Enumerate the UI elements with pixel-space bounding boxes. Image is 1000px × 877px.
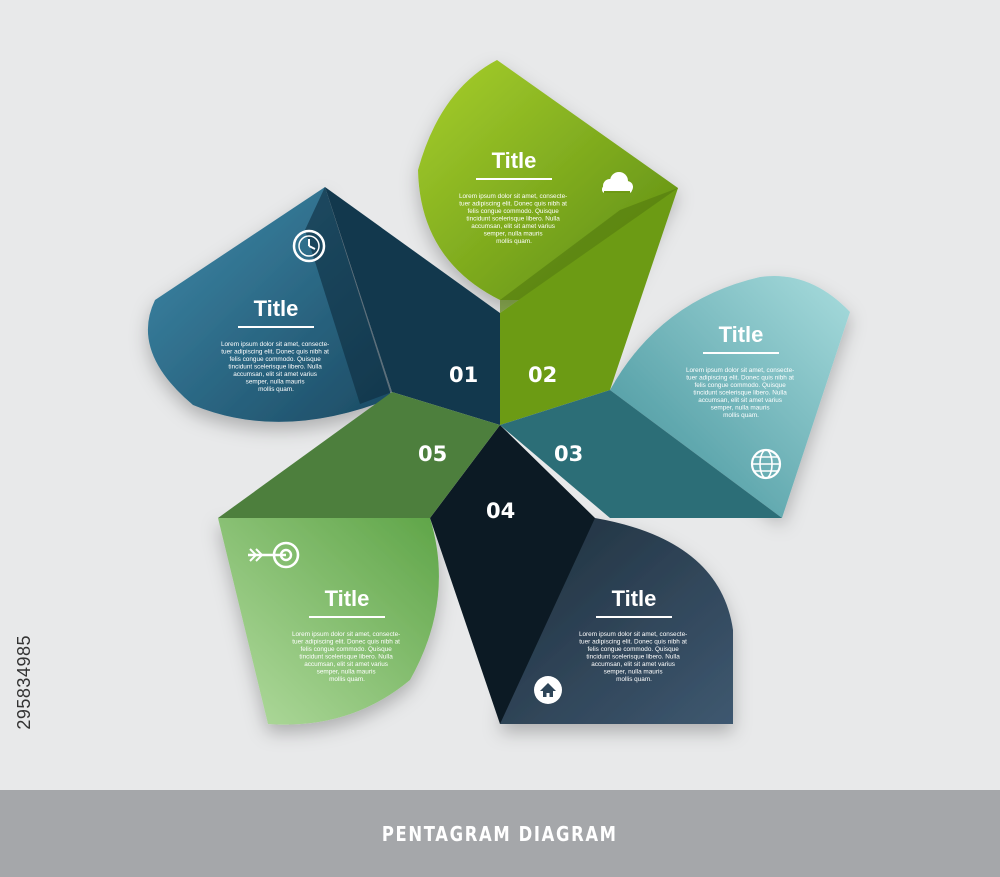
title-underline xyxy=(476,178,552,180)
diagram-title: PENTAGRAM DIAGRAM xyxy=(382,821,618,846)
petal-body-03: Lorem ipsum dolor sit amet, consecte- tu… xyxy=(686,367,796,419)
petal-title-05: Title xyxy=(325,586,370,611)
title-underline xyxy=(703,352,779,354)
segment-01-fold xyxy=(305,187,392,404)
target-arrow-icon xyxy=(248,541,300,569)
segment-number-04: 04 xyxy=(486,499,515,523)
segment-01 xyxy=(325,187,500,425)
home-icon xyxy=(534,676,562,704)
segment-02 xyxy=(500,188,678,425)
segment-number-03: 03 xyxy=(554,442,583,466)
pentagram-diagram: 01 02 03 04 05 Title Title Title Title T… xyxy=(147,60,850,725)
petal-05 xyxy=(218,518,439,725)
segment-number-01: 01 xyxy=(449,363,478,387)
petal-body-04: Lorem ipsum dolor sit amet, consecte- tu… xyxy=(579,631,689,683)
petal-title-01: Title xyxy=(254,296,299,321)
petal-title-03: Title xyxy=(719,322,764,347)
petal-03 xyxy=(610,276,850,518)
title-underline xyxy=(596,616,672,618)
segment-number-05: 05 xyxy=(418,442,447,466)
petal-title-02: Title xyxy=(492,148,537,173)
stock-image-id: 295834985 xyxy=(14,635,34,730)
petal-body-05: Lorem ipsum dolor sit amet, consecte- tu… xyxy=(292,631,402,683)
petal-body-01: Lorem ipsum dolor sit amet, consecte- tu… xyxy=(221,341,331,393)
segment-05 xyxy=(218,392,500,518)
clock-icon xyxy=(292,229,326,263)
segment-02-fold xyxy=(500,188,678,313)
cloud-icon xyxy=(602,172,633,193)
petal-body-02: Lorem ipsum dolor sit amet, consecte- tu… xyxy=(459,193,569,245)
petal-title-04: Title xyxy=(612,586,657,611)
segment-number-02: 02 xyxy=(528,363,557,387)
footer-bar: PENTAGRAM DIAGRAM xyxy=(0,790,1000,877)
segment-04 xyxy=(430,425,595,724)
globe-icon xyxy=(750,448,782,480)
title-underline xyxy=(309,616,385,618)
title-underline xyxy=(238,326,314,328)
segment-03 xyxy=(500,390,782,518)
